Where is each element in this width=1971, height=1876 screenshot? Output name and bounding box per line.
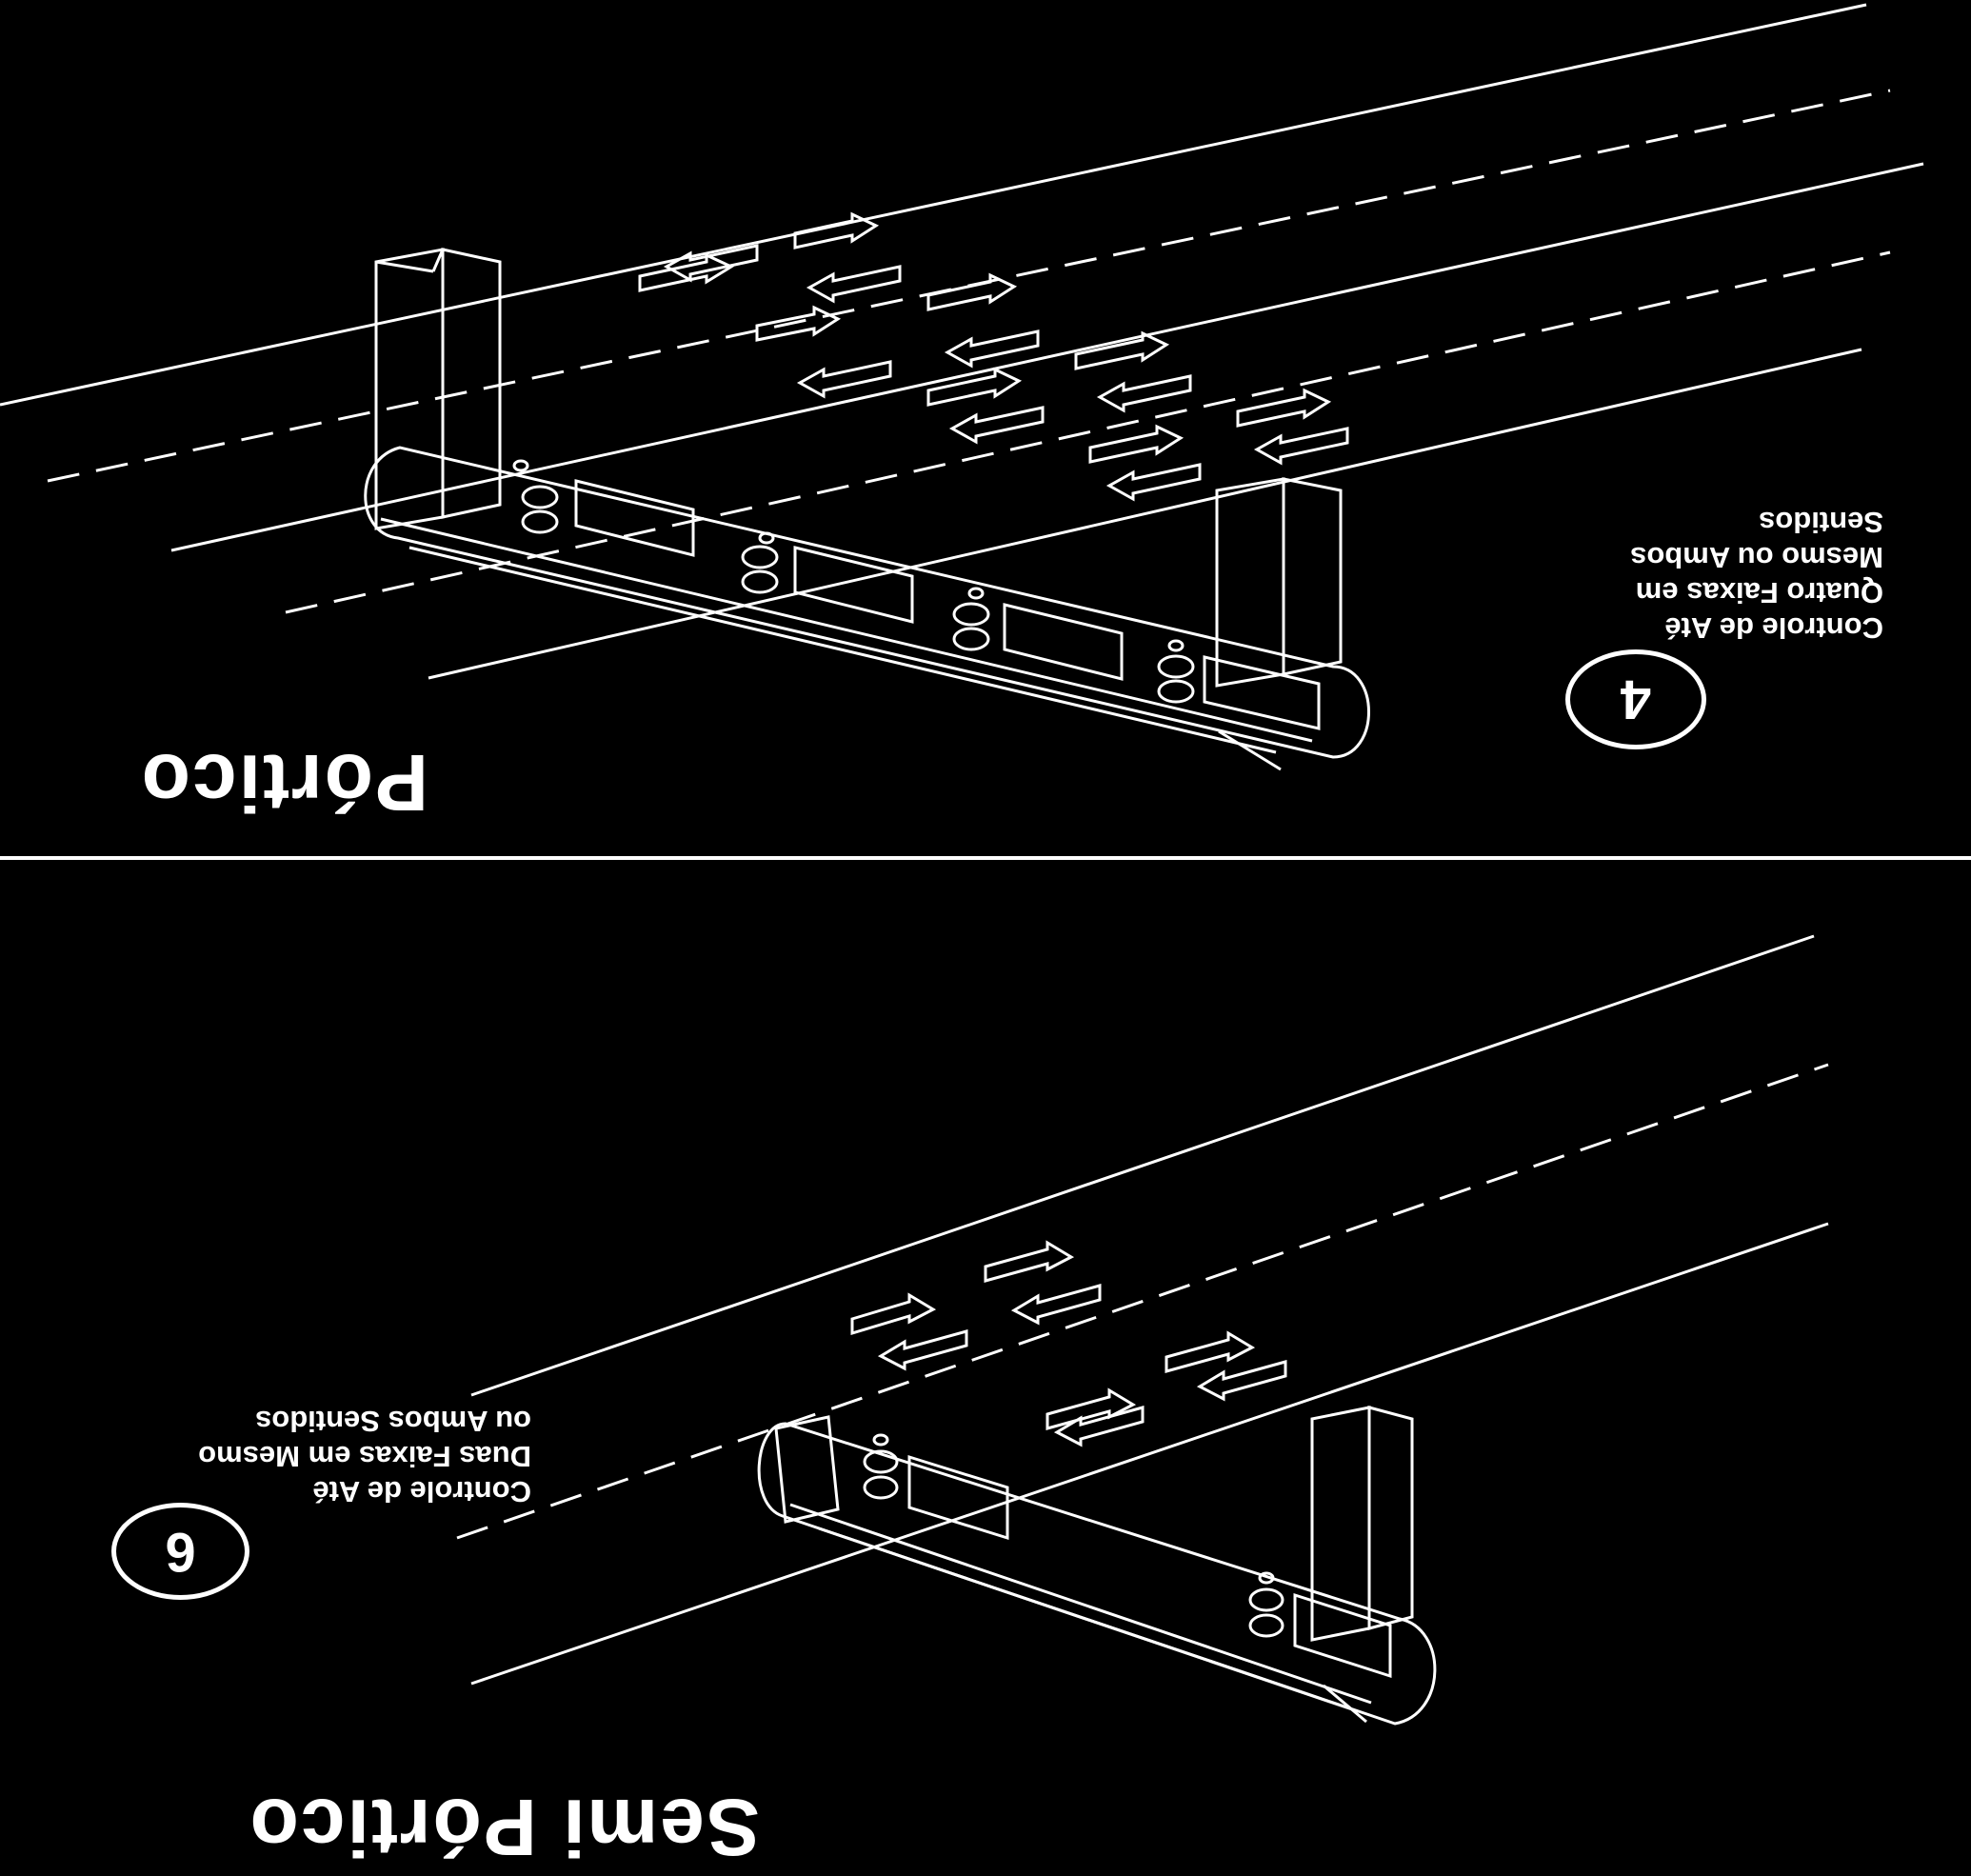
semi-portico-lane-arrows (850, 1240, 1287, 1447)
portico-gantry-beam (364, 446, 1370, 771)
semi-portico-road (456, 934, 1829, 1686)
semi-portico-cantilever-arm (757, 1415, 1437, 1726)
semi-portico-support-post (1310, 1406, 1414, 1642)
portico-road (0, 3, 1924, 680)
portico-lane-arrows (638, 211, 1349, 502)
portico-support-post-left (374, 248, 502, 530)
